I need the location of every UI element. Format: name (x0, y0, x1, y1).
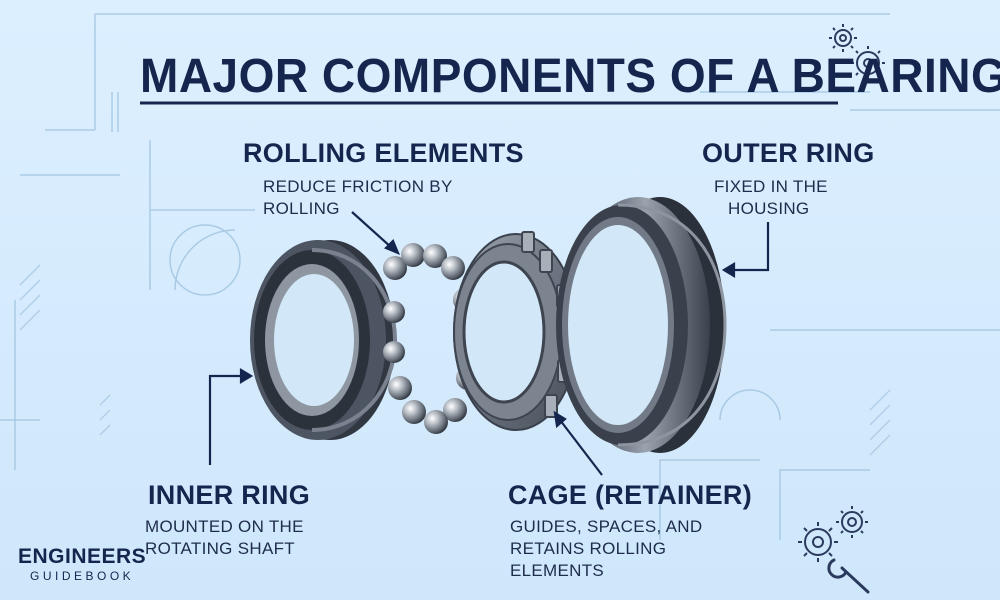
ball (383, 301, 405, 323)
ball (443, 398, 467, 422)
leader-arrows (208, 211, 770, 476)
hatching (19, 264, 891, 456)
ball (423, 244, 447, 268)
gear-icon (798, 522, 838, 562)
inner-ring-description: MOUNTED ON THE ROTATING SHAFT (145, 516, 304, 560)
cage-retainer (453, 231, 579, 431)
ball (383, 341, 405, 363)
ball (401, 243, 425, 267)
gear-icon (836, 506, 868, 538)
ball (383, 256, 407, 280)
outer-ring-heading: OUTER RING (702, 138, 875, 168)
outer-ring (556, 197, 727, 453)
rolling-elements-heading: ROLLING ELEMENTS (243, 138, 524, 168)
description-line: HOUSING (728, 199, 810, 218)
rolling-elements-description: REDUCE FRICTION BY ROLLING (263, 176, 453, 220)
description-line: ELEMENTS (510, 561, 605, 580)
cage-description: GUIDES, SPACES, AND RETAINS ROLLING ELEM… (510, 516, 702, 582)
logo-text: ENGINEERS (18, 545, 147, 568)
description-line: MOUNTED ON THE (145, 517, 304, 536)
logo-subtext: GUIDEBOOK (30, 569, 135, 583)
description-line: REDUCE FRICTION BY (263, 177, 453, 196)
ball (388, 376, 412, 400)
description-line: FIXED IN THE (714, 177, 828, 196)
ball (402, 400, 426, 424)
ball (424, 410, 448, 434)
inner-ring (250, 240, 398, 440)
ball (441, 256, 465, 280)
inner-ring-heading: INNER RING (148, 480, 311, 510)
description-line: GUIDES, SPACES, AND (510, 517, 703, 536)
description-line: ROTATING SHAFT (145, 539, 295, 558)
description-line: RETAINS ROLLING (510, 539, 667, 558)
wrench-icon (827, 558, 870, 594)
gear-icon (851, 46, 885, 80)
blueprint-lines (0, 13, 1000, 540)
gear-icon (829, 24, 857, 52)
outer-ring-description: FIXED IN THE HOUSING (714, 176, 828, 220)
cage-heading: CAGE (RETAINER) (508, 480, 752, 510)
description-line: ROLLING (263, 199, 340, 218)
page-title: MAJOR COMPONENTS OF A BEARING (140, 47, 1000, 103)
